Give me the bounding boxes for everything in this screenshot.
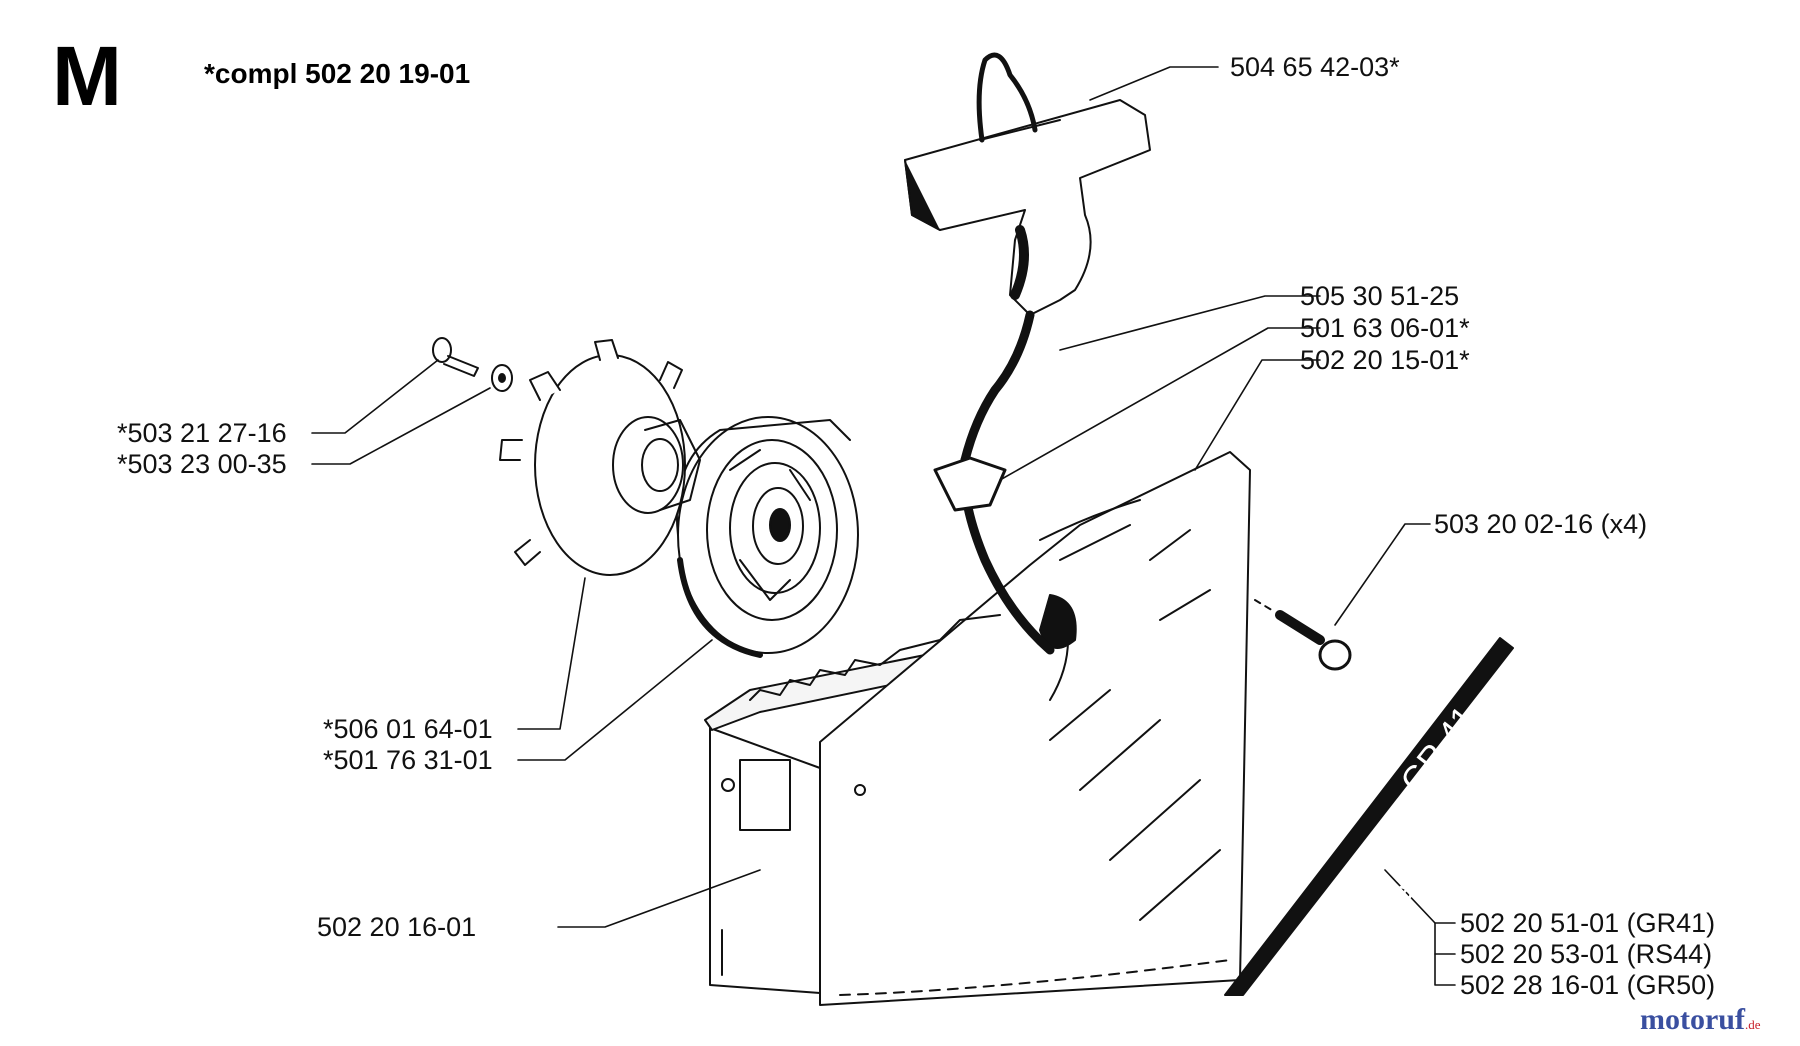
screw-and-washer-drawing	[432, 337, 513, 392]
handle-and-rope-drawing	[904, 52, 1151, 655]
pulley-drawing	[499, 339, 701, 576]
watermark: motoruf.de	[1640, 1005, 1761, 1035]
label-decal-rs44[interactable]: 502 20 53-01 (RS44)	[1460, 939, 1713, 969]
label-rope-guide[interactable]: 501 63 06-01*	[1300, 313, 1470, 343]
label-decal-gr50[interactable]: 502 28 16-01 (GR50)	[1460, 970, 1716, 1000]
label-washer[interactable]: *503 23 00-35	[117, 449, 287, 479]
spring-cassette-drawing	[675, 416, 859, 658]
label-spring-cassette[interactable]: *501 76 31-01	[323, 745, 493, 775]
decal-model: GR 41	[1393, 699, 1483, 800]
section-letter: M	[52, 29, 122, 123]
label-screw[interactable]: *503 21 27-16	[117, 418, 287, 448]
label-housing[interactable]: 502 20 16-01	[317, 912, 477, 942]
kit-note: *compl 502 20 19-01	[204, 58, 471, 89]
bolt-drawing	[1254, 599, 1352, 671]
label-handle[interactable]: 504 65 42-03*	[1230, 52, 1400, 82]
watermark-main: motoruf	[1640, 1003, 1745, 1036]
starter-cover-drawing	[749, 451, 1251, 1006]
label-bolt[interactable]: 503 20 02-16 (x4)	[1434, 509, 1648, 539]
watermark-suffix: .de	[1744, 1017, 1761, 1032]
label-decal-gr41[interactable]: 502 20 51-01 (GR41)	[1460, 908, 1716, 938]
decal-brand: Jonsered	[1342, 839, 1450, 964]
decal-strip-drawing	[1224, 637, 1514, 996]
label-rope[interactable]: 505 30 51-25	[1300, 281, 1460, 311]
leader-lines	[311, 66, 1456, 986]
label-cover[interactable]: 502 20 15-01*	[1300, 345, 1470, 375]
label-pulley[interactable]: *506 01 64-01	[323, 714, 493, 744]
